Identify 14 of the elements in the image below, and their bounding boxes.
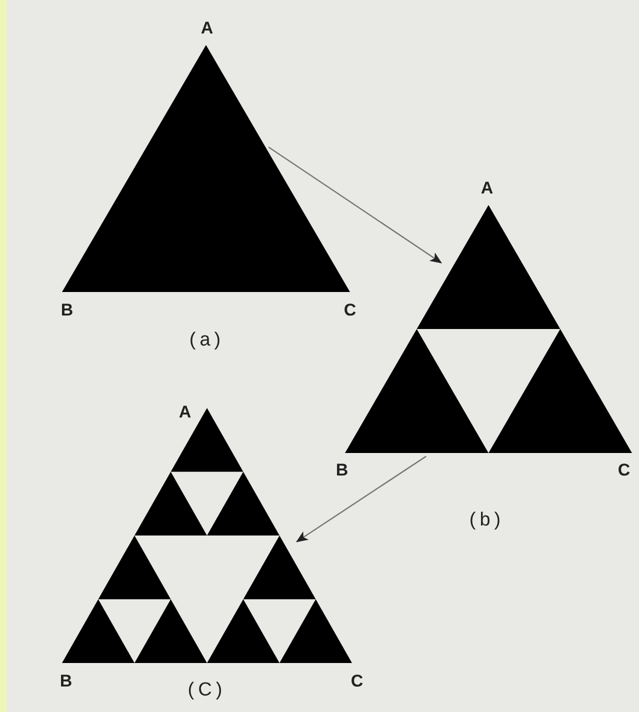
figure-caption: (a) [189,330,225,350]
vertex-label: A [480,180,494,196]
vertex-label: B [60,672,72,690]
vertex-label: C [350,672,364,690]
vertex-label: C [618,462,630,478]
vertex-label: B [60,302,74,318]
figure-caption: (b) [469,510,505,530]
vertex-label: B [336,462,348,478]
vertex-label: A [200,20,214,36]
vertex-label: C [344,302,356,318]
vertex-label: A [178,404,192,420]
arrow [268,146,442,264]
figure-caption: (C) [188,680,226,700]
arrow [296,456,426,542]
